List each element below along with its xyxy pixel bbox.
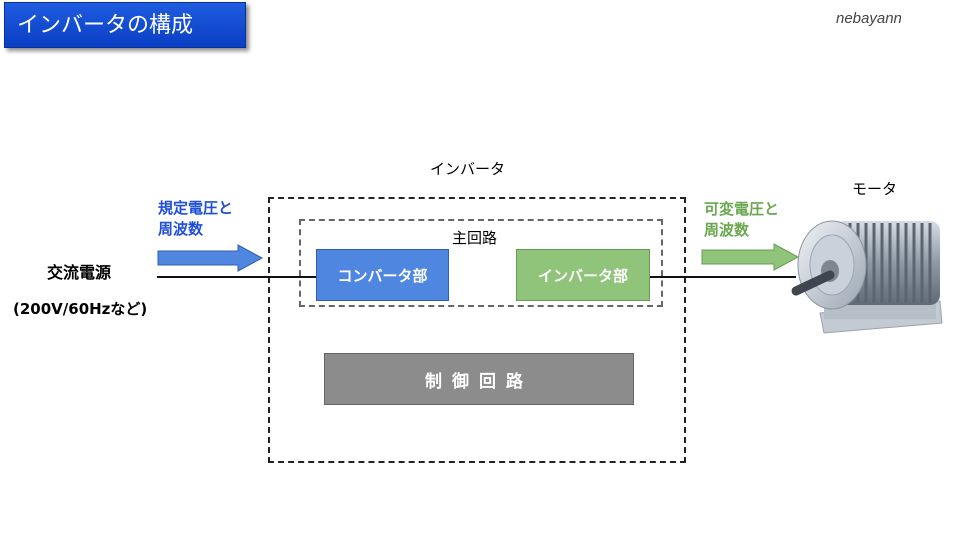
author-credit: nebayann [836,10,902,27]
inverter-boundary [268,197,686,463]
input-wire [157,276,316,278]
inverter-title-label: インバータ [430,160,506,178]
main-circuit-label: 主回路 [452,229,498,247]
inverter-section-label: インバータ部 [537,266,628,285]
inverter-section-block: インバータ部 [516,249,650,301]
input-arrow [157,244,264,272]
output-description-line-1: 可変電圧と [704,200,780,218]
motor-icon [791,220,943,334]
output-arrow [701,243,800,271]
motor-label: モータ [852,180,898,198]
output-wire [650,276,796,278]
input-description: 規定電圧と 周波数 [158,198,233,240]
output-description-line-2: 周波数 [704,221,750,239]
slide-title: インバータの構成 [4,2,246,48]
input-description-line-1: 規定電圧と [158,199,234,217]
control-circuit-block: 制御回路 [324,353,634,405]
control-circuit-label: 制御回路 [425,371,533,392]
ac-source-label: 交流電源 [47,263,112,282]
input-description-line-2: 周波数 [158,220,204,238]
main-circuit-boundary [299,219,663,307]
ac-source-spec: (200V/60Hzなど) [13,300,148,318]
converter-label: コンバータ部 [337,266,428,285]
output-description: 可変電圧と 周波数 [704,199,779,241]
converter-block: コンバータ部 [316,249,449,301]
